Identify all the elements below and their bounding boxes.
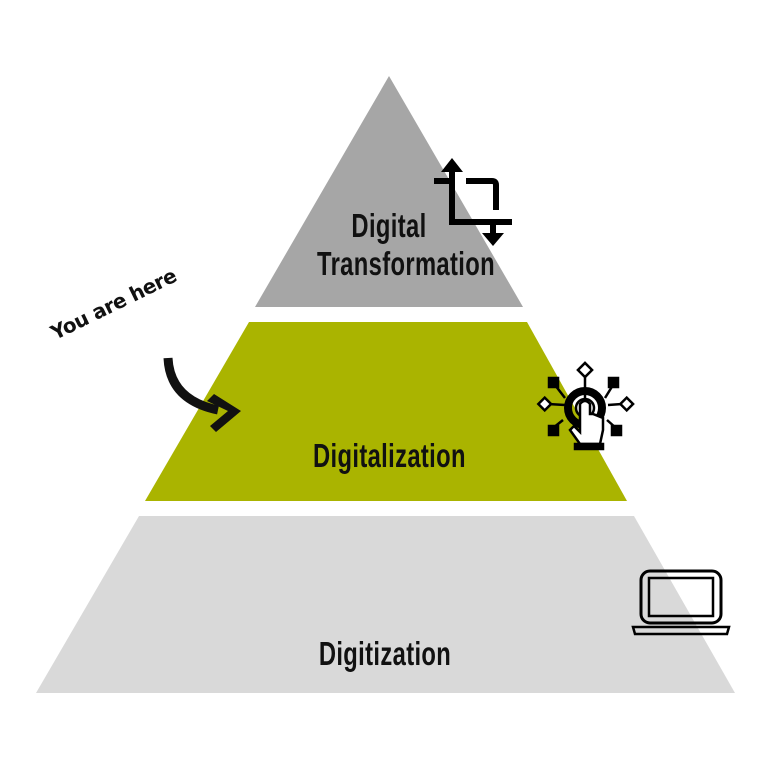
laptop-icon (631, 569, 731, 636)
tier-label-line2: Transformation (317, 244, 495, 282)
tier-label-line1: Digital (351, 207, 427, 244)
arrow-down-icon (482, 233, 504, 246)
tier-top-shape (255, 76, 523, 307)
tier-middle-shape (145, 322, 627, 501)
crop-rotate-icon (434, 172, 512, 236)
arrow-up-icon (441, 158, 463, 172)
curved-arrow-icon (163, 357, 241, 432)
tier-label-digital-transformation: Digital Transformation (317, 207, 495, 283)
tier-bottom-shape (36, 516, 735, 693)
tier-label-digitization: Digitization (318, 635, 452, 672)
tier-label-digitalization: Digitalization (313, 437, 466, 474)
gear-hand-network-icon (536, 361, 635, 451)
